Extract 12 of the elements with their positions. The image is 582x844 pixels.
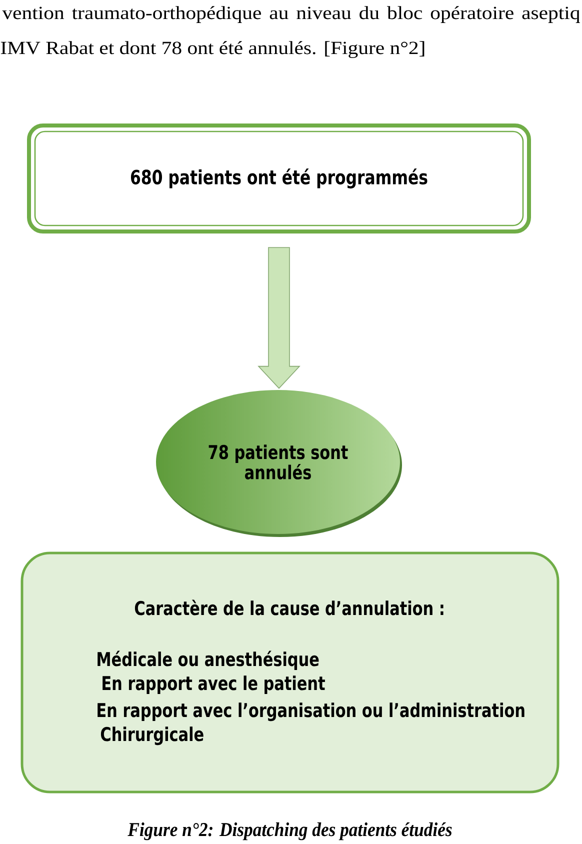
list-item: Chirurgicale [100, 726, 204, 746]
ellipse-node: 78 patients sont annulés [156, 390, 402, 537]
list-item: En rapport avec le patient [102, 676, 325, 694]
panel-heading: Caractère de la cause d’annulation : [134, 600, 444, 616]
process-box: 680 patients ont été programmés [27, 124, 531, 234]
list-item: Médicale ou anesthésique [98, 650, 319, 670]
body-text: IMV Rabat et dont 78 ont été annulés. [Figure n°2] [0, 41, 424, 58]
figure-caption: Figure n°2: Dispatching des patients étudiés [128, 822, 452, 840]
block-arrow [258, 247, 300, 389]
list-item: En rapport avec l’organisation ou l’administration [98, 702, 524, 722]
info-panel [20, 552, 560, 794]
body-text: vention traumato-orthopédique au niveau du bloc opératoire aseptiq [2, 6, 580, 23]
